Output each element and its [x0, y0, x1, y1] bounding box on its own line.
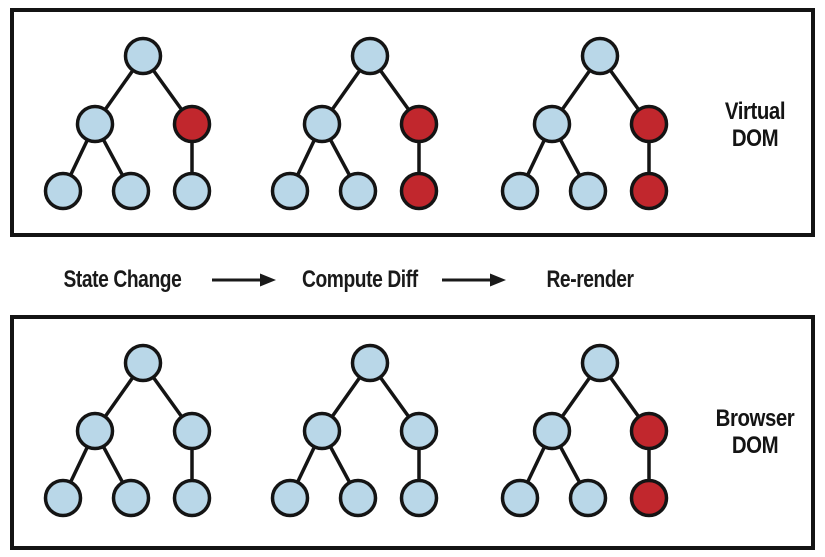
flow-step-re-render: Re-render	[546, 266, 634, 293]
arrow-right-icon	[212, 273, 276, 287]
dom-tree	[500, 343, 669, 518]
browser-dom-label: Browser DOM	[700, 405, 811, 459]
label-line: Browser	[715, 405, 795, 432]
flow-step-compute-diff: Compute Diff	[302, 266, 418, 293]
arrow-right-icon	[442, 273, 506, 287]
label-line: Virtual	[724, 98, 786, 125]
label-line: DOM	[731, 125, 779, 152]
flow-step-state-change: State Change	[63, 266, 182, 293]
virtual-dom-panel: Virtual DOM	[10, 8, 815, 237]
virtual-dom-label: Virtual DOM	[700, 98, 811, 152]
dom-tree	[270, 36, 439, 211]
dom-tree	[43, 343, 212, 518]
dom-tree	[43, 36, 212, 211]
dom-tree	[270, 343, 439, 518]
browser-dom-panel: Browser DOM	[10, 315, 815, 550]
dom-tree	[500, 36, 669, 211]
label-line: DOM	[731, 432, 779, 459]
